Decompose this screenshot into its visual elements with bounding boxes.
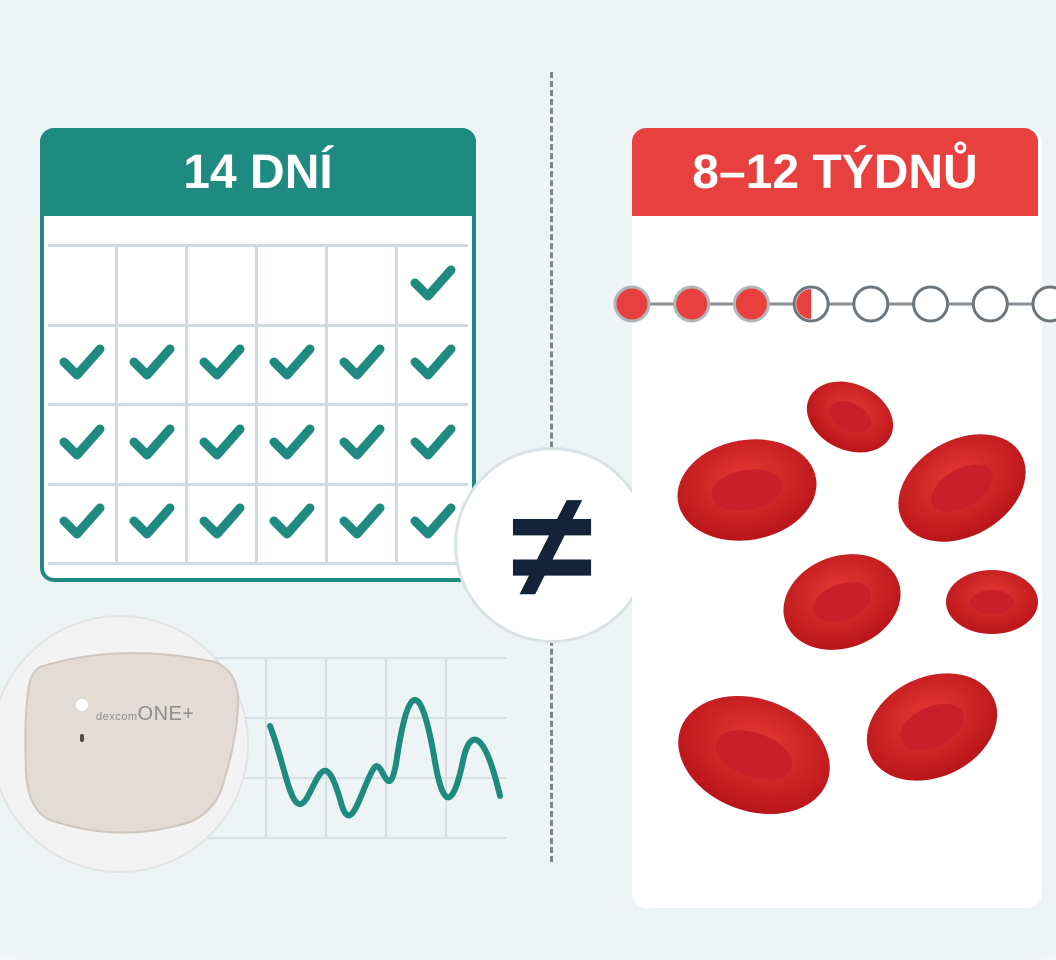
- calendar-day-cell: [258, 326, 328, 406]
- calendar-day-cell: [188, 247, 258, 327]
- calendar-day-cell: [328, 247, 398, 327]
- blood-cell: [806, 381, 894, 453]
- checkmark-icon: [410, 422, 456, 467]
- checkmark-icon: [129, 342, 175, 387]
- checkmark-icon: [59, 422, 105, 467]
- progress-dot: [732, 285, 770, 323]
- progress-dot: [1031, 285, 1056, 323]
- calendar-day-cell: [398, 327, 468, 406]
- calendar-day-cell: [118, 247, 188, 327]
- blood-cell: [898, 434, 1026, 542]
- blood-cell: [678, 696, 830, 814]
- calendar-day-cell: [398, 486, 468, 565]
- calendar-day-cell: [188, 326, 258, 406]
- checkmark-icon: [199, 342, 245, 387]
- calendar-day-cell: [398, 247, 468, 327]
- calendar-day-cell: [48, 247, 118, 327]
- calendar-day-cell: [118, 326, 188, 406]
- blood-cell: [866, 673, 998, 781]
- progress-dot: [912, 285, 950, 323]
- checkmark-icon: [410, 342, 456, 387]
- checkmark-icon: [59, 501, 105, 546]
- weeks-title: 8–12 TÝDNŮ: [632, 128, 1038, 216]
- progress-dot: [792, 285, 830, 323]
- progress-dot: [971, 285, 1009, 323]
- progress-dot: [852, 285, 890, 323]
- blood-cell: [783, 554, 901, 650]
- calendar: 14 DNÍ: [40, 128, 476, 582]
- checkmark-icon: [410, 263, 456, 308]
- checkmark-icon: [269, 501, 315, 546]
- checkmark-icon: [269, 422, 315, 467]
- calendar-day-cell: [258, 485, 328, 565]
- red-blood-cells-illustration: [677, 381, 1038, 814]
- calendar-day-cell: [118, 485, 188, 565]
- calendar-day-cell: [48, 406, 118, 486]
- sensor-brand: dexcom: [96, 711, 138, 723]
- cgm-sensor-image: [0, 615, 249, 873]
- checkmark-icon: [339, 501, 385, 546]
- calendar-day-cell: [48, 485, 118, 565]
- checkmark-icon: [199, 501, 245, 546]
- blood-cell: [677, 439, 817, 541]
- calendar-day-cell: [188, 406, 258, 486]
- glucose-trend-chart: [206, 657, 506, 839]
- checkmark-icon: [339, 342, 385, 387]
- checkmark-icon: [199, 422, 245, 467]
- not-equal-symbol: ≠: [454, 447, 650, 643]
- checkmark-icon: [129, 501, 175, 546]
- calendar-day-cell: [328, 485, 398, 565]
- blood-cell: [946, 570, 1038, 634]
- sensor-brand-label: dexcomONE+: [96, 703, 195, 726]
- calendar-day-cell: [258, 247, 328, 327]
- checkmark-icon: [339, 422, 385, 467]
- checkmark-icon: [410, 501, 456, 546]
- calendar-grid: [48, 244, 468, 565]
- calendar-day-cell: [398, 406, 468, 486]
- calendar-day-cell: [328, 326, 398, 406]
- progress-dots: [613, 285, 1056, 323]
- calendar-day-cell: [48, 326, 118, 406]
- calendar-title: 14 DNÍ: [40, 128, 476, 216]
- checkmark-icon: [59, 342, 105, 387]
- calendar-day-cell: [188, 485, 258, 565]
- checkmark-icon: [269, 342, 315, 387]
- checkmark-icon: [129, 422, 175, 467]
- progress-dot: [673, 285, 711, 323]
- calendar-day-cell: [258, 406, 328, 486]
- calendar-day-cell: [328, 406, 398, 486]
- sensor-model: ONE+: [137, 703, 195, 725]
- calendar-day-cell: [118, 406, 188, 486]
- progress-dot: [613, 285, 651, 323]
